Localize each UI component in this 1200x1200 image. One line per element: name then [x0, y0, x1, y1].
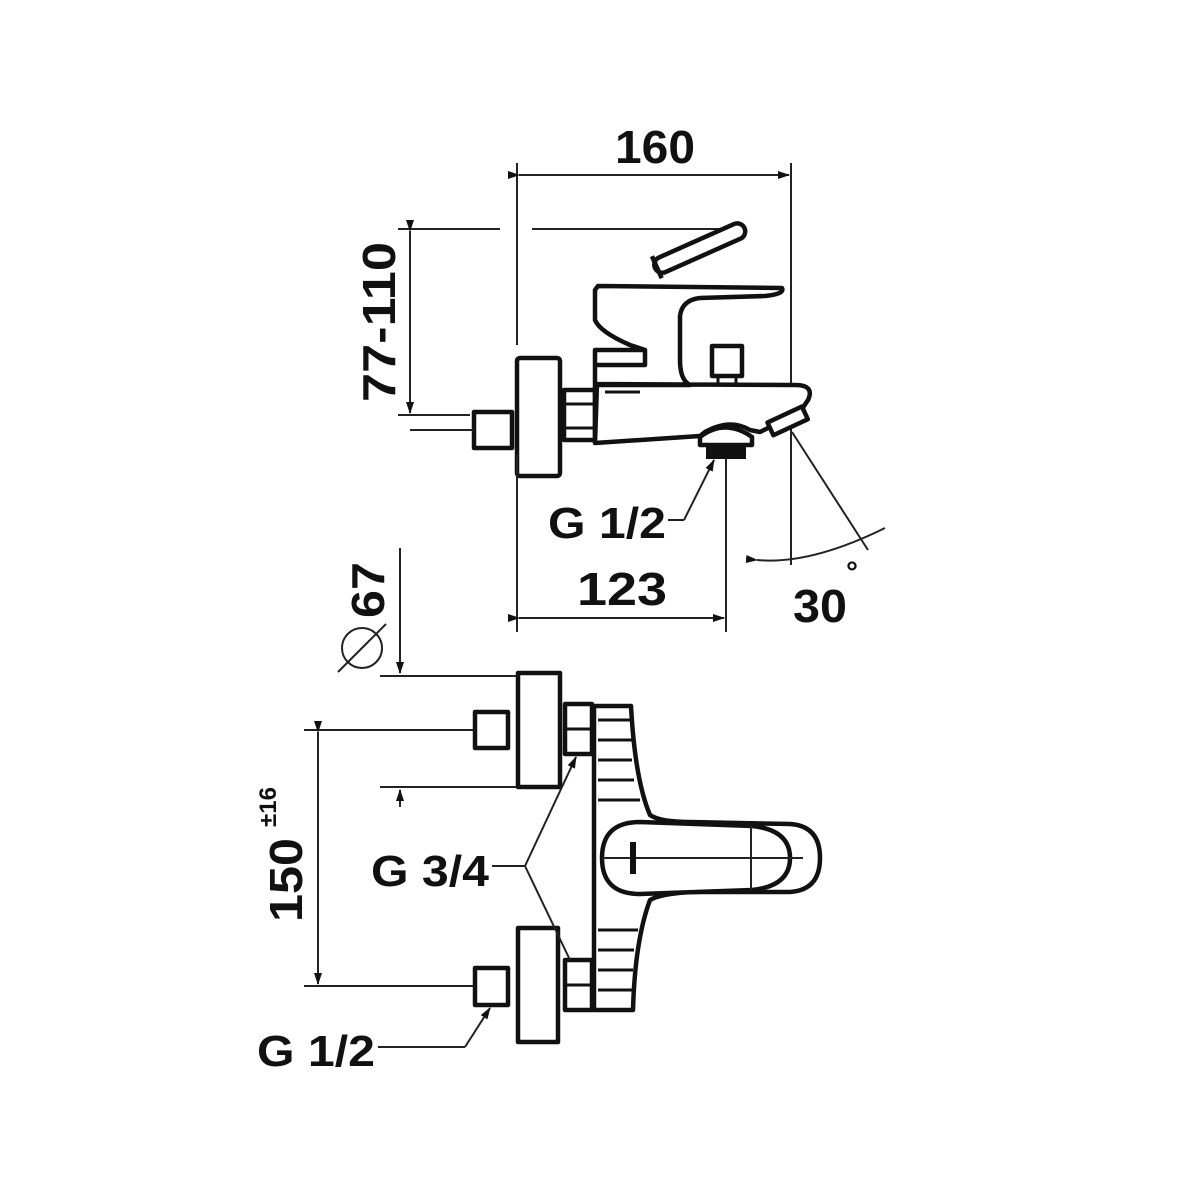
inlet-connector: [471, 409, 515, 451]
width-dimension-label: 160: [615, 121, 695, 173]
angle-dimension: 30 °: [745, 431, 886, 632]
centers-dimension: 150 ±16: [255, 721, 475, 987]
lever-handle: [649, 221, 748, 280]
diameter-symbol-icon: [341, 627, 383, 669]
diameter-dimension: 67: [337, 548, 518, 807]
wall-flange-bottom: [515, 925, 561, 1045]
spout-aerator: [765, 404, 811, 438]
outlet-thread: [706, 445, 746, 459]
union-nut: [561, 387, 598, 443]
diameter-dimension-label: 67: [342, 562, 394, 618]
inlet-connector-top: [472, 709, 511, 751]
degree-symbol: °: [846, 556, 858, 589]
centers-dimension-label: 150: [260, 838, 312, 922]
connection-thread-label: G 1/2: [257, 1027, 375, 1076]
outlet-thread-label: G 1/2: [548, 499, 666, 548]
top-view: 67 150 ±16 G 3/4 G 1/2: [255, 548, 823, 1076]
width-dimension: 160: [508, 121, 792, 565]
height-dimension-label: 77-110: [353, 242, 405, 402]
angle-dimension-label: 30: [793, 580, 847, 632]
diverter-knob: [709, 343, 745, 379]
wall-flange-top: [515, 670, 563, 790]
centers-tolerance-label: ±16: [255, 787, 282, 827]
height-dimension: 77-110: [353, 220, 730, 416]
bath-outlet: [697, 425, 755, 448]
wall-flange: [514, 355, 563, 479]
inlet-thread-label: G 3/4: [371, 847, 490, 896]
spout-dimension: 123: [508, 455, 727, 632]
side-view: 160 77-110: [353, 121, 886, 632]
inlet-connector-bottom: [472, 965, 511, 1008]
spout-dimension-label: 123: [577, 563, 667, 615]
